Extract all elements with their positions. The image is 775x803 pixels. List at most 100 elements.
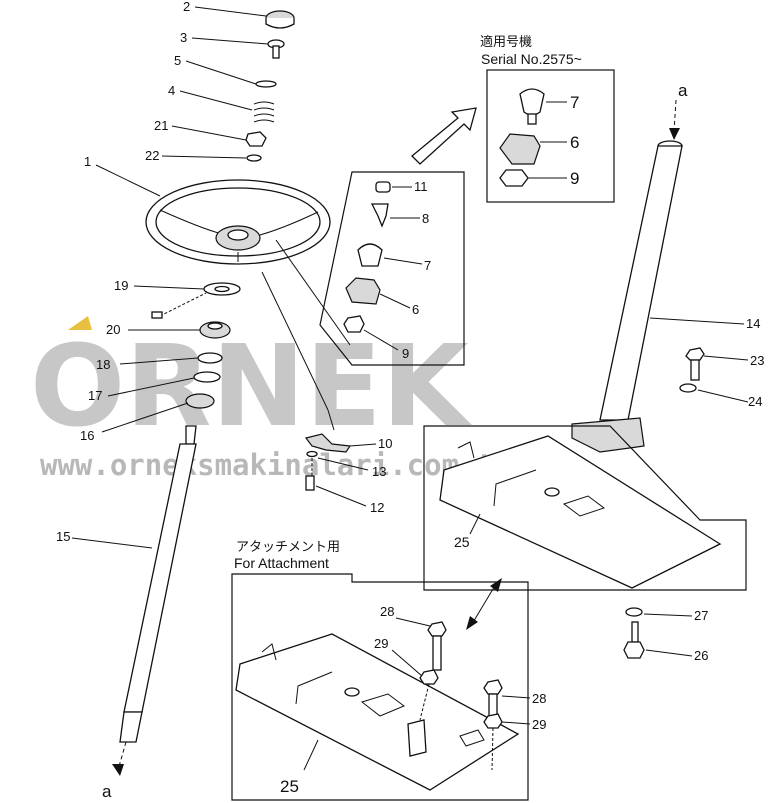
serial-number: Serial No.2575~ <box>481 51 582 67</box>
serial-knob <box>519 88 545 116</box>
part-13 <box>306 450 318 458</box>
serial-callout-9: 9 <box>570 169 579 188</box>
part-11 <box>375 181 391 193</box>
attachment-title-jp: アタッチメント用 <box>236 539 340 554</box>
attachment-frame <box>231 573 529 801</box>
part-5 <box>255 80 277 88</box>
callout-26: 26 <box>694 648 708 663</box>
steering-wheel: 1 <box>84 154 351 431</box>
part-18 <box>197 352 223 364</box>
callout-24: 24 <box>748 394 762 409</box>
attach-plate-slot <box>360 693 405 717</box>
part-23-head <box>685 347 705 361</box>
attach-plate-tab <box>261 643 277 661</box>
column-tube: a 14 <box>571 81 760 453</box>
callout-21: 21 <box>154 118 168 133</box>
part-19-pin <box>151 311 163 319</box>
callout-1: 1 <box>84 154 91 169</box>
plate-25-hole <box>544 487 560 497</box>
callout-3: 3 <box>180 30 187 45</box>
part-22 <box>246 154 262 162</box>
part-20-top <box>207 322 223 330</box>
part-24 <box>679 383 697 393</box>
steering-shaft: 15 a <box>56 425 197 801</box>
callout-7: 7 <box>424 258 431 273</box>
main-plate-frame <box>423 425 747 591</box>
main-plate-box: 25 <box>423 425 747 591</box>
part-10 <box>304 433 352 453</box>
part-9 <box>343 315 365 333</box>
part-19-hole <box>214 285 230 293</box>
serial-box: 適用号機 Serial No.2575~ 7 6 9 <box>480 34 615 203</box>
arrow-a-bottom <box>112 764 124 776</box>
plate-25-slot <box>562 495 606 517</box>
part-26-head <box>623 641 645 659</box>
attachment-box: アタッチメント用 For Attachment 25 28 29 28 29 <box>231 539 546 801</box>
arrow-a-top <box>669 128 680 140</box>
callout-2: 2 <box>183 0 190 14</box>
callout-20: 20 <box>106 322 120 337</box>
callout-18: 18 <box>96 357 110 372</box>
wheel-hub-top <box>227 229 249 241</box>
callout-15: 15 <box>56 529 70 544</box>
watermark-accent <box>68 316 92 330</box>
callout-12: 12 <box>370 500 384 515</box>
watermark-brand: ORNEK <box>30 322 473 452</box>
shaft-spline-top <box>185 425 197 445</box>
serial-knob-stem <box>527 113 537 125</box>
callout-11: 11 <box>414 179 428 194</box>
top-stack: 2 3 5 4 21 22 <box>145 0 295 163</box>
callout-27: 27 <box>694 608 708 623</box>
inner-frame <box>319 171 465 366</box>
part-29a <box>419 669 439 685</box>
column-parts: 19 20 18 17 16 <box>80 278 241 443</box>
callout-25: 25 <box>454 534 470 550</box>
callout-10: 10 <box>378 436 392 451</box>
plate-25-rib <box>493 469 537 507</box>
attach-plate-25 <box>235 633 520 791</box>
attach-plate-hole <box>344 687 360 697</box>
callout-13: 13 <box>372 464 386 479</box>
serial-nut <box>499 169 529 187</box>
tube-body <box>599 145 683 421</box>
part-21 <box>245 131 267 147</box>
inner-parts-box: 11 8 7 6 9 <box>319 171 465 366</box>
part-28a-shank <box>432 635 442 671</box>
marker-a-bottom: a <box>102 782 112 801</box>
watermark-url: www.orneksmakinalari.com.tr <box>40 448 511 482</box>
callout-23: 23 <box>750 353 764 368</box>
serial-callout-7: 7 <box>570 93 579 112</box>
shaft-body <box>123 443 197 713</box>
serial-callout-6: 6 <box>570 133 579 152</box>
attach-plate-slot-2 <box>459 729 485 747</box>
part-26-shank <box>631 621 639 643</box>
part-29b <box>483 713 503 729</box>
callout-4: 4 <box>168 83 175 98</box>
callout-16: 16 <box>80 428 94 443</box>
callout-28b: 28 <box>532 691 546 706</box>
bolt-26-group: 27 26 <box>623 607 708 663</box>
plate-25-tab <box>457 441 475 459</box>
part-27 <box>625 607 643 617</box>
part-6 <box>345 277 381 305</box>
callout-25b: 25 <box>280 777 299 796</box>
tube-flange <box>571 417 645 453</box>
callout-28a: 28 <box>380 604 394 619</box>
callout-14: 14 <box>746 316 760 331</box>
bolt-23-group: 23 24 <box>679 347 764 409</box>
double-arrow <box>466 578 502 630</box>
callout-9: 9 <box>402 346 409 361</box>
part-28b-head <box>483 679 503 695</box>
plate-25 <box>439 435 722 589</box>
marker-a-top: a <box>678 81 688 100</box>
part-28a-head <box>427 621 447 637</box>
part-16 <box>185 393 215 409</box>
serial-arrow <box>411 107 477 165</box>
callout-29b: 29 <box>532 717 546 732</box>
watermark: ORNEK www.orneksmakinalari.com.tr <box>30 316 511 482</box>
part-17 <box>193 371 221 383</box>
serial-frame <box>486 69 615 203</box>
part-23-shank <box>690 359 700 381</box>
